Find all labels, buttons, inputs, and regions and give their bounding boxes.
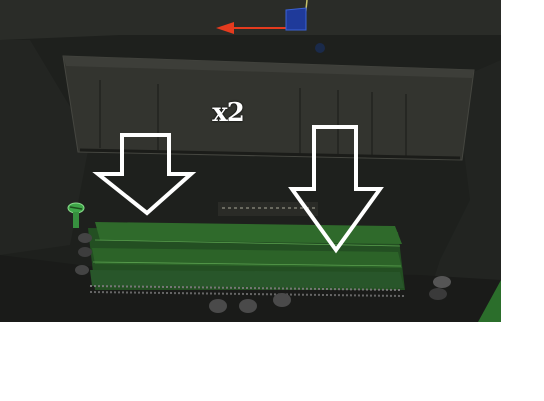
down-arrow-icon — [288, 125, 384, 254]
right-wall — [420, 60, 501, 322]
quantity-label: x2 — [212, 98, 245, 128]
transform-gizmo-icon[interactable] — [216, 0, 325, 53]
screw-icon[interactable] — [67, 202, 85, 228]
top-panel — [0, 0, 501, 40]
memory-module[interactable] — [62, 55, 475, 161]
green-board-corner — [478, 280, 501, 322]
down-arrow-icon — [92, 133, 197, 216]
scene-render — [0, 0, 501, 322]
left-wall — [0, 40, 90, 255]
3d-viewport[interactable]: x2 — [0, 0, 501, 322]
